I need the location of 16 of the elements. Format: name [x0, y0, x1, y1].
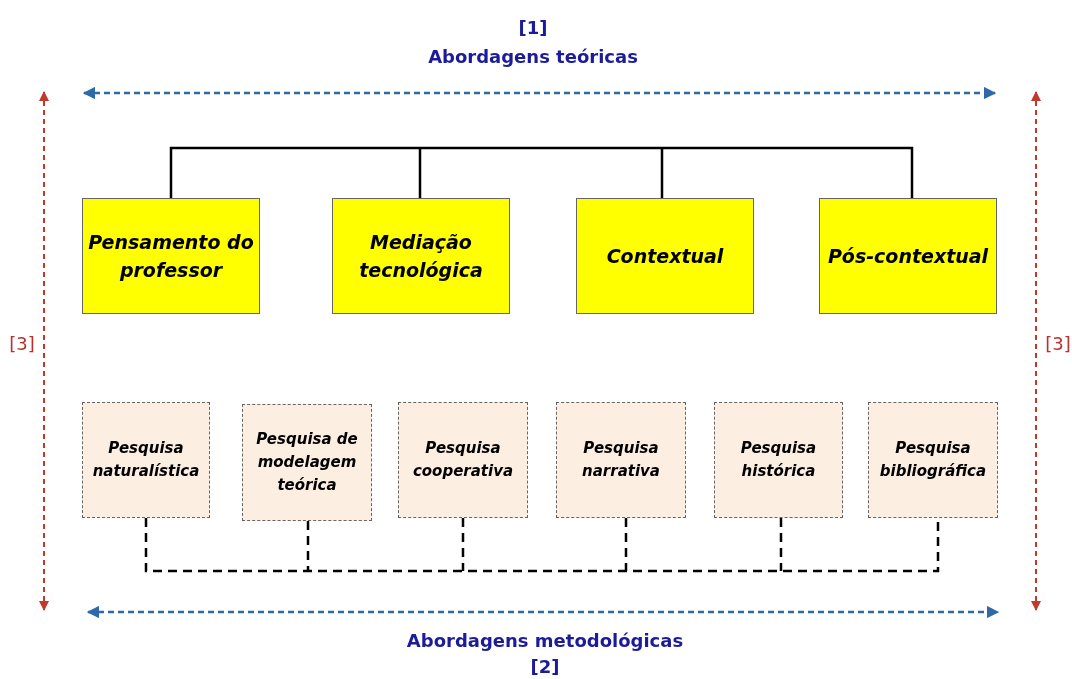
axis-label: Abordagens metodológicas: [406, 629, 684, 651]
callout-number: [3]: [1045, 332, 1071, 354]
method-box: Pesquisa naturalística: [82, 402, 210, 518]
approach-box: Pós-contextual: [819, 198, 997, 314]
method-box: Pesquisa narrativa: [556, 402, 686, 518]
approach-box: Pensamento do professor: [82, 198, 260, 314]
method-box: Pesquisa cooperativa: [398, 402, 528, 518]
method-box: Pesquisa histórica: [714, 402, 843, 518]
callout-number: [3]: [9, 332, 35, 354]
approach-box: Mediação tecnológica: [332, 198, 510, 314]
approach-box: Contextual: [576, 198, 754, 314]
method-box: Pesquisa de modelagem teórica: [242, 404, 372, 521]
method-box: Pesquisa bibliográfica: [868, 402, 998, 518]
callout-number: [2]: [530, 655, 560, 677]
axis-label: Abordagens teóricas: [428, 45, 638, 67]
callout-number: [1]: [518, 16, 548, 38]
